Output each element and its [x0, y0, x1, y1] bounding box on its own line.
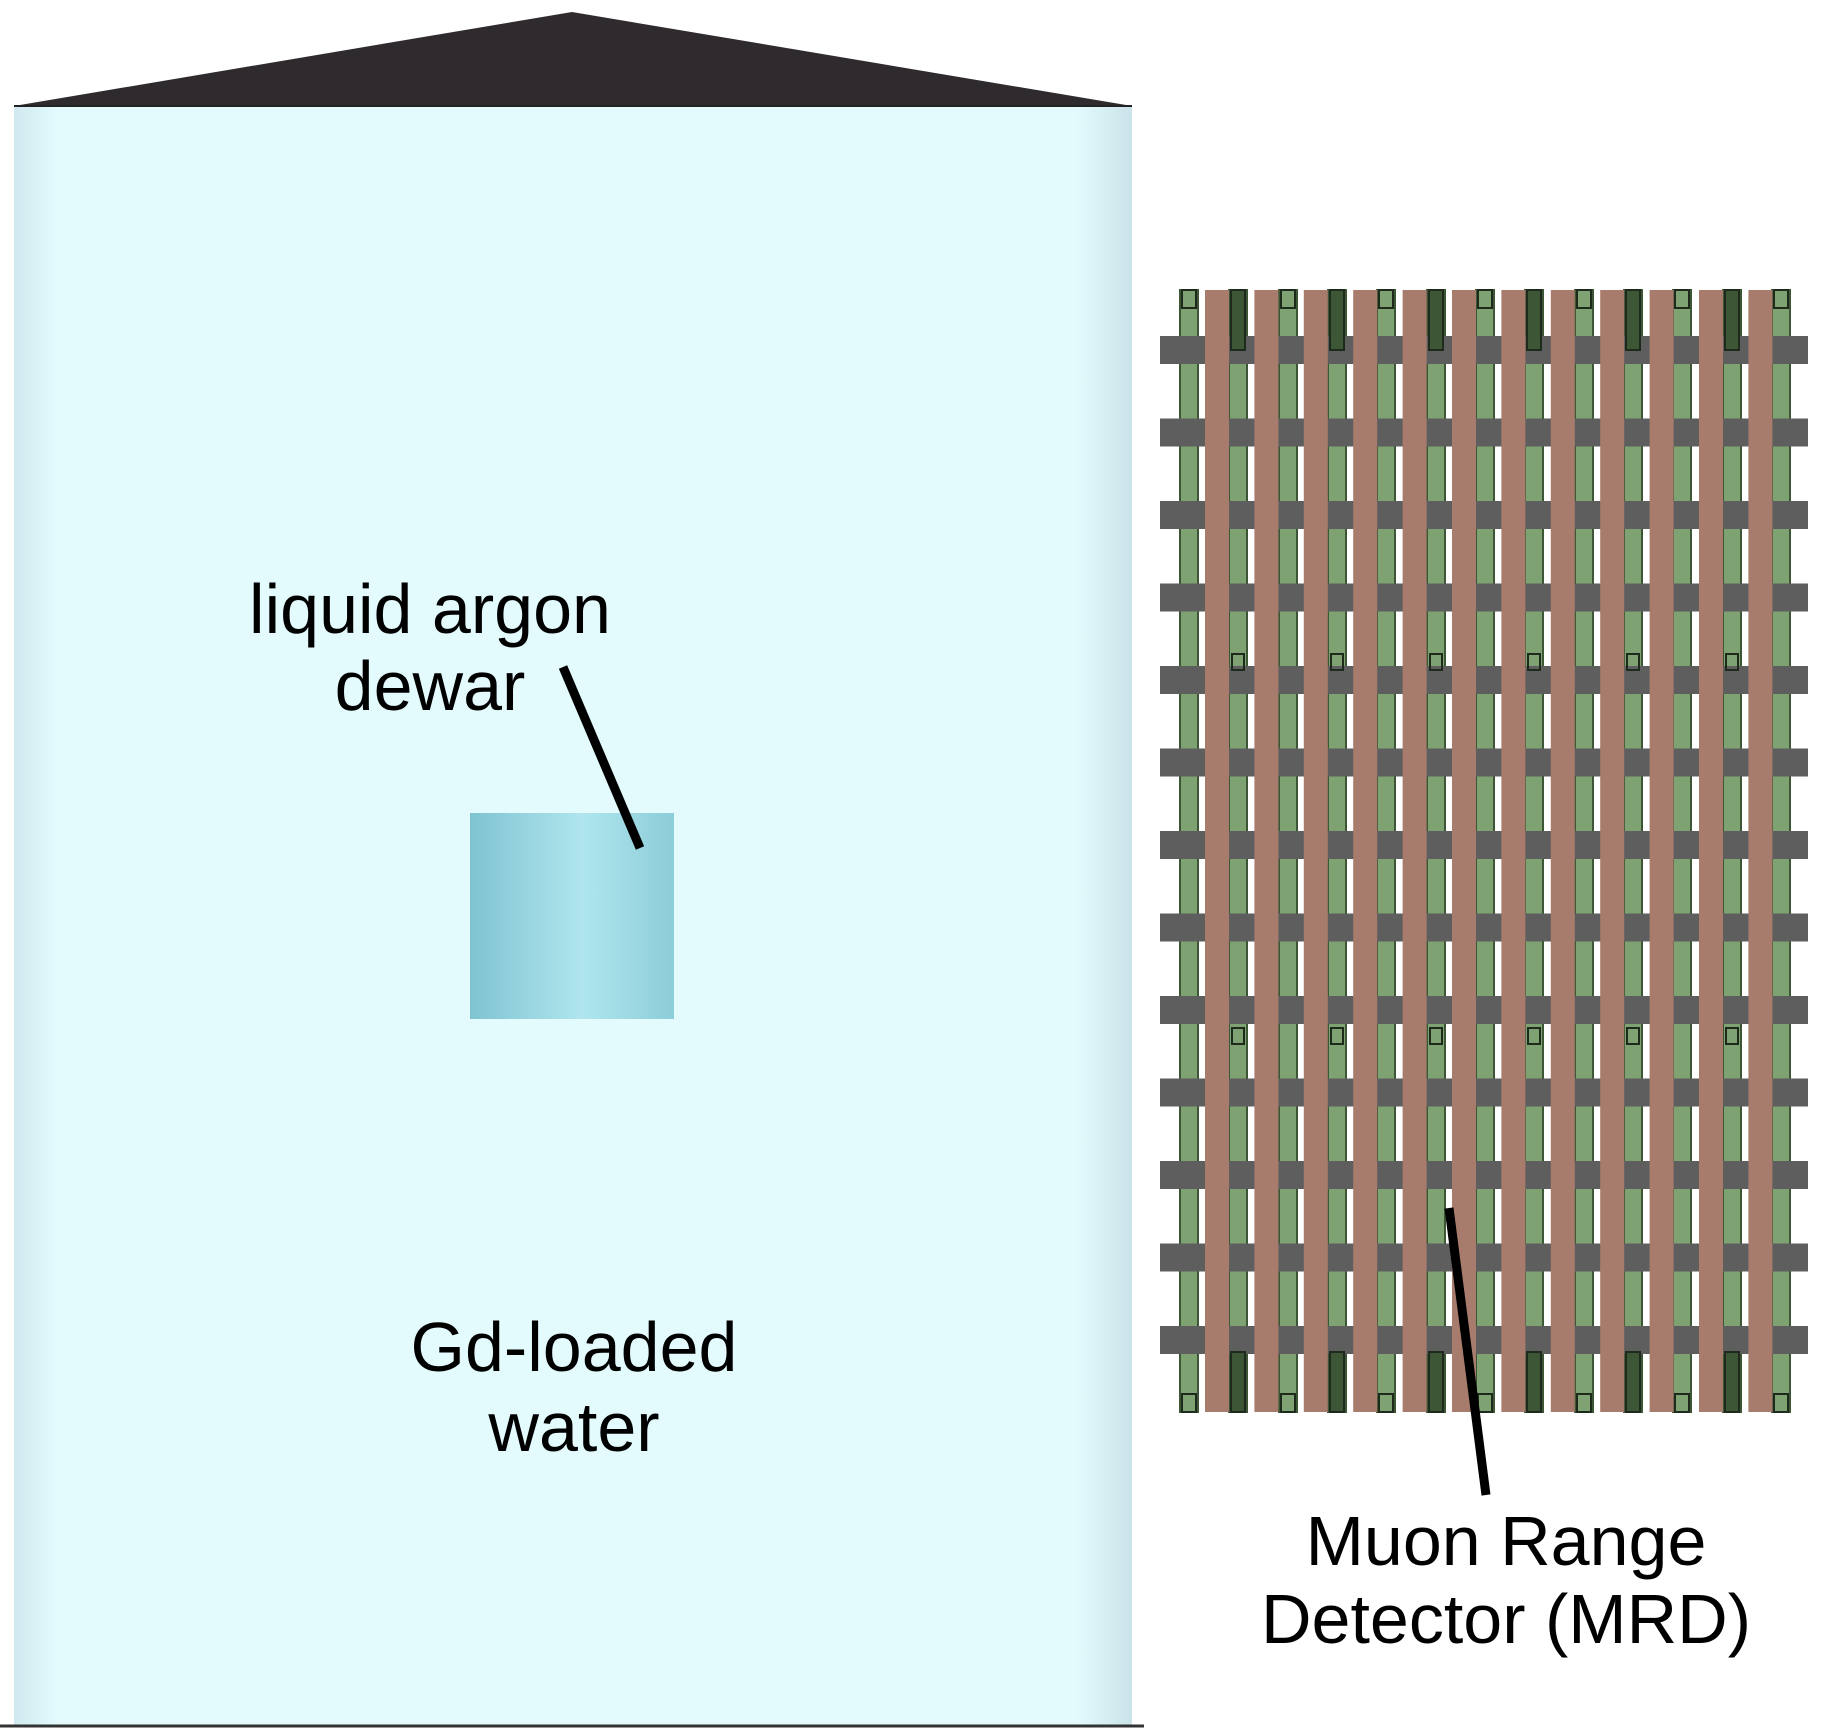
mrd-top-cap: [1329, 289, 1345, 351]
mrd-bottom-cap: [1674, 1393, 1690, 1413]
dewar-label-line2: dewar: [335, 647, 526, 725]
mrd-bottom-cap: [1181, 1393, 1197, 1413]
mrd-copper-column: [1402, 290, 1427, 1412]
mrd-bottom-cap: [1378, 1393, 1394, 1413]
mrd-marker: [1429, 653, 1443, 671]
mrd-marker: [1626, 1027, 1640, 1045]
dewar-label-line1: liquid argon: [249, 570, 611, 648]
mrd-marker: [1725, 1027, 1739, 1045]
mrd-top-cap: [1280, 289, 1296, 309]
mrd-top-cap: [1428, 289, 1444, 351]
mrd-bottom-cap: [1230, 1351, 1246, 1413]
mrd-copper-column: [1600, 290, 1625, 1412]
liquid-argon-dewar: [470, 813, 674, 1019]
mrd-bottom-cap: [1280, 1393, 1296, 1413]
water-label-line1: Gd-loaded: [411, 1308, 738, 1386]
mrd-copper-column: [1748, 290, 1773, 1412]
mrd-top-cap: [1526, 289, 1542, 351]
mrd-leader-line: [1444, 1207, 1491, 1496]
mrd-copper-column: [1452, 290, 1476, 1412]
mrd-bottom-cap: [1724, 1351, 1740, 1413]
mrd-top-cap: [1674, 289, 1690, 309]
tank-roof: [14, 12, 1132, 106]
mrd-marker: [1626, 653, 1640, 671]
mrd-bottom-cap: [1428, 1351, 1444, 1413]
mrd-marker: [1231, 653, 1245, 671]
mrd-top-cap: [1773, 289, 1789, 309]
mrd-label-line1: Muon Range: [1306, 1502, 1707, 1580]
mrd-copper-column: [1254, 290, 1279, 1412]
mrd-marker: [1725, 653, 1739, 671]
mrd-bottom-cap: [1477, 1393, 1493, 1413]
mrd-copper-column: [1501, 290, 1526, 1412]
mrd-copper-column: [1353, 290, 1378, 1412]
mrd-marker: [1330, 653, 1344, 671]
mrd-top-cap: [1230, 289, 1246, 351]
mrd-copper-column: [1205, 290, 1229, 1412]
mrd-marker: [1429, 1027, 1443, 1045]
mrd-marker: [1527, 1027, 1541, 1045]
mrd-top-cap: [1625, 289, 1641, 351]
mrd-bottom-cap: [1329, 1351, 1345, 1413]
mrd-bottom-cap: [1773, 1393, 1789, 1413]
mrd-copper-column: [1649, 290, 1674, 1412]
mrd-label-line2: Detector (MRD): [1261, 1580, 1751, 1658]
mrd-top-cap: [1181, 289, 1197, 309]
mrd-bottom-cap: [1576, 1393, 1592, 1413]
mrd-top-cap: [1378, 289, 1394, 309]
mrd-copper-column: [1303, 290, 1328, 1412]
mrd-marker: [1231, 1027, 1245, 1045]
water-label-line2: water: [487, 1388, 659, 1466]
mrd-bottom-cap: [1625, 1351, 1641, 1413]
mrd-marker: [1527, 653, 1541, 671]
mrd-copper-column: [1550, 290, 1575, 1412]
mrd-bottom-cap: [1526, 1351, 1542, 1413]
mrd-top-cap: [1724, 289, 1740, 351]
dewar-leader-line: [558, 665, 645, 850]
muon-range-detector: [1160, 289, 1808, 1413]
mrd-copper-column: [1699, 290, 1723, 1412]
mrd-top-cap: [1576, 289, 1592, 309]
mrd-top-cap: [1477, 289, 1493, 309]
mrd-marker: [1330, 1027, 1344, 1045]
